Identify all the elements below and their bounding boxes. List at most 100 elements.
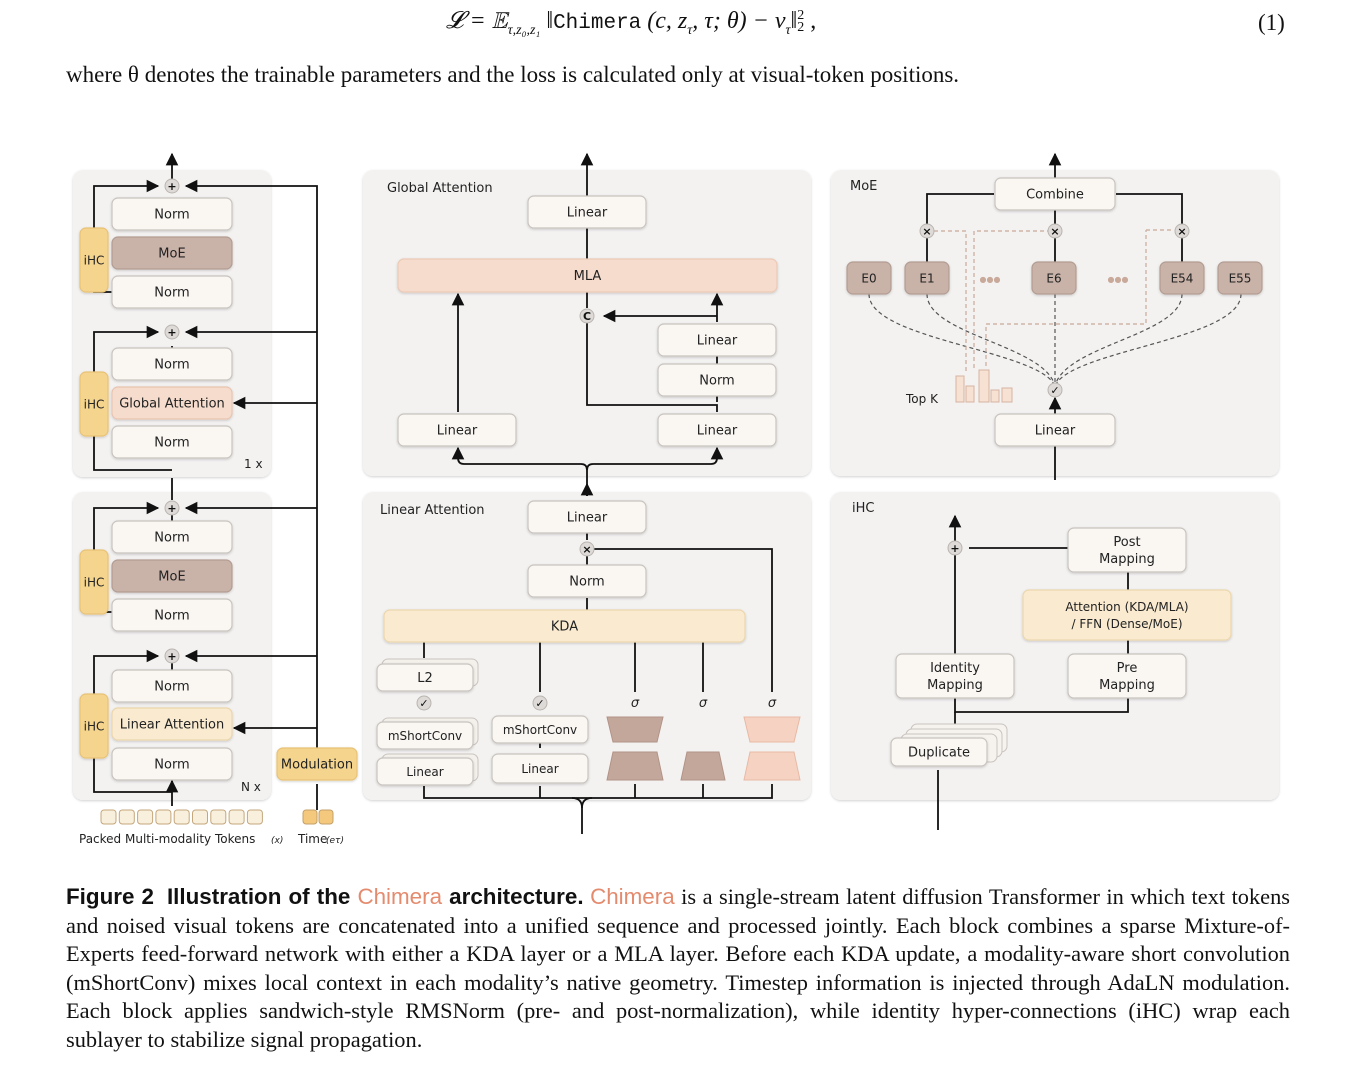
eq-sup: 2 <box>797 8 805 24</box>
times-node-moe-2-symbol: × <box>1050 225 1059 238</box>
n-x-label: N x <box>241 780 261 794</box>
caption-body-name: Chimera <box>590 884 675 909</box>
times-node-moe-1: × <box>919 223 935 239</box>
activation-node-1-symbol: ✓ <box>419 697 428 710</box>
expert-box-e55-label: E55 <box>1229 272 1252 286</box>
norm-box-top-2: Norm <box>111 275 233 309</box>
caption-label: Figure 2 <box>66 884 154 909</box>
modulation-box-label: Modulation <box>281 758 353 773</box>
eq-v-sub: τ <box>785 22 791 38</box>
pre-mapping-box-label: Pre <box>1117 661 1138 676</box>
kda-box: KDA <box>383 609 746 643</box>
la-linear-box-2-label: Linear <box>521 762 558 776</box>
token-square <box>210 809 227 825</box>
plus-node-2-symbol: + <box>167 326 176 339</box>
moe-linear-box-label: Linear <box>1035 424 1076 439</box>
activation-node-2: ✓ <box>532 695 548 711</box>
sigma-label-2: σ <box>699 696 708 711</box>
hourglass-3 <box>743 716 801 781</box>
token-square <box>137 809 154 825</box>
identity-mapping-box-label: Mapping <box>927 678 983 693</box>
duplicate-box-label: Duplicate <box>908 746 970 761</box>
where-text: where θ denotes the trainable parameters… <box>66 62 960 87</box>
ihc-box-1: iHC <box>79 227 109 293</box>
la-norm-box: Norm <box>527 564 647 598</box>
ga-linear-top: Linear <box>527 195 647 229</box>
times-node-moe-3: × <box>1174 223 1190 239</box>
token-square <box>173 809 190 825</box>
linear-attention-title: Linear Attention <box>380 503 485 518</box>
kda-box-label: KDA <box>551 620 578 635</box>
norm-box-top-3: Norm <box>111 347 233 381</box>
plus-node-ihc-symbol: + <box>950 542 959 555</box>
ga-linear-right: Linear <box>657 413 777 447</box>
norm-box-bottom-3: Norm <box>111 669 233 703</box>
norm-box-bottom-1: Norm <box>111 520 233 554</box>
la-linear-top: Linear <box>527 500 647 534</box>
ihc-box-2-label: iHC <box>84 398 105 412</box>
loss-equation: 𝓛 = 𝔼τ,z₀,z₁ ‖Chimera (c, zτ, τ; θ) − vτ… <box>0 4 1356 38</box>
expert-ellipsis-2: ●●● <box>1108 275 1129 284</box>
ihc-box-3: iHC <box>79 549 109 615</box>
attention-ffn-box-label: / FFN (Dense/MoE) <box>1072 617 1183 631</box>
eq-args-sub: τ <box>687 22 693 38</box>
sigma-label-1: σ <box>631 696 640 711</box>
ga-linear-right-top: Linear <box>657 323 777 357</box>
expert-box-e0: E0 <box>846 261 892 295</box>
norm-box-bottom-3-label: Norm <box>154 680 189 695</box>
times-node-moe-2: × <box>1047 223 1063 239</box>
moe-linear-box: Linear <box>994 413 1116 447</box>
token-square <box>228 809 245 825</box>
norm-box-top-3-label: Norm <box>154 358 189 373</box>
tokens-label: Packed Multi-modality Tokens <box>79 832 255 846</box>
attention-ffn-box-label: Attention (KDA/MLA) <box>1065 600 1188 614</box>
router-activation-node-symbol: ✓ <box>1050 384 1059 397</box>
figure-caption: Figure 2 Illustration of the Chimera arc… <box>66 883 1290 1055</box>
plus-node-ihc: + <box>947 540 963 556</box>
time-token-square <box>318 809 334 825</box>
post-mapping-box-label: Post <box>1113 535 1140 550</box>
topk-histogram <box>955 369 1013 403</box>
equation-number: (1) <box>1258 10 1285 35</box>
ga-linear-left: Linear <box>397 413 517 447</box>
eq-lhs: 𝓛 = 𝔼 <box>446 8 508 34</box>
times-node-la-symbol: × <box>582 543 591 556</box>
ga-linear-right-label: Linear <box>697 424 738 439</box>
router-activation-node: ✓ <box>1047 382 1063 398</box>
one-x-label: 1 x <box>244 457 263 471</box>
mshortconv-box-1: mShortConv <box>376 721 474 750</box>
plus-node-2: + <box>164 324 180 340</box>
global-attention-box-left: Global Attention <box>111 386 233 420</box>
ihc-box-4-label: iHC <box>84 720 105 734</box>
top-k-label: Top K <box>905 392 939 406</box>
ihc-box-4: iHC <box>79 693 109 759</box>
concat-node-symbol: C <box>583 310 591 323</box>
expert-box-e55: E55 <box>1217 261 1263 295</box>
ga-linear-right-top-label: Linear <box>697 334 738 349</box>
caption-title-b: architecture. <box>442 884 584 909</box>
norm-box-top-1: Norm <box>111 197 233 231</box>
linear-attention-box-left-label: Linear Attention <box>120 718 225 733</box>
modulation-box: Modulation <box>276 747 358 781</box>
times-node-moe-3-symbol: × <box>1177 225 1186 238</box>
l2-box-label: L2 <box>417 671 433 686</box>
concat-node: C <box>579 308 595 324</box>
moe-title: MoE <box>850 179 877 194</box>
plus-node-4: + <box>164 648 180 664</box>
mshortconv-box-1-label: mShortConv <box>388 729 462 743</box>
expert-box-e0-label: E0 <box>861 272 876 286</box>
eq-func: Chimera <box>553 12 642 35</box>
caption-name: Chimera <box>357 884 443 909</box>
norm-box-top-4: Norm <box>111 425 233 459</box>
norm-box-bottom-2-label: Norm <box>154 609 189 624</box>
expert-box-e1: E1 <box>904 261 950 295</box>
la-linear-top-label: Linear <box>567 511 608 526</box>
ihc-box-2: iHC <box>79 371 109 437</box>
plus-node-4-symbol: + <box>167 650 176 663</box>
la-linear-box-2: Linear <box>491 753 589 784</box>
ihc-box-3-label: iHC <box>84 576 105 590</box>
expert-box-e6-label: E6 <box>1046 272 1061 286</box>
